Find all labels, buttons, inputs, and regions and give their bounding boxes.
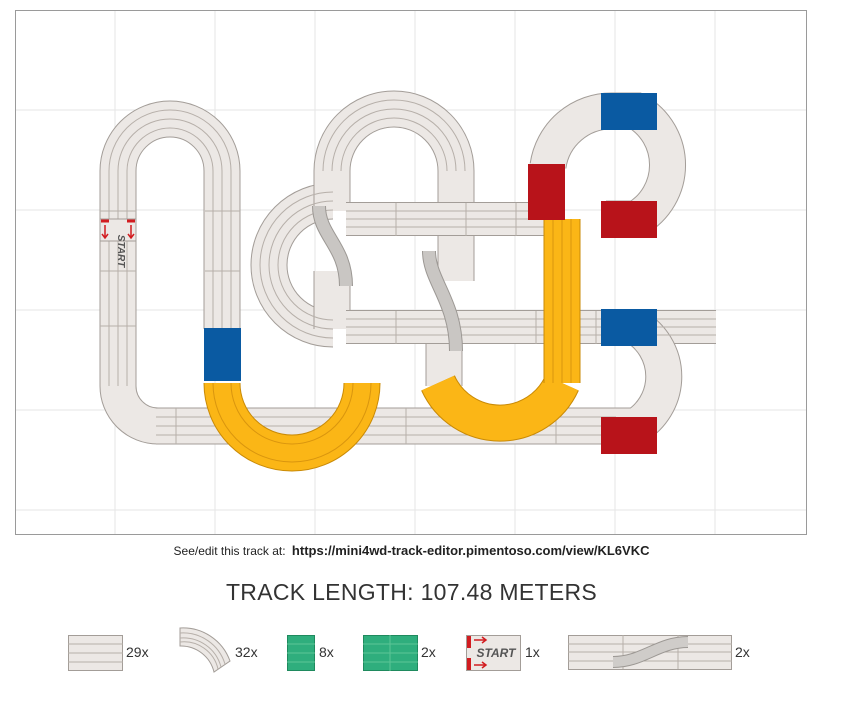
share-line: See/edit this track at: https://mini4wd-…	[0, 543, 823, 558]
start-piece: START	[99, 218, 137, 268]
lane-change-piece-icon	[568, 635, 732, 670]
slope-short-count: 8x	[319, 644, 334, 660]
slope-long-piece-icon	[363, 635, 418, 671]
track-pieces: START	[99, 90, 716, 472]
orange-curve-left	[203, 382, 381, 472]
start-text: START	[115, 235, 126, 268]
center-hump	[313, 90, 475, 386]
track-length: TRACK LENGTH: 107.48 METERS	[225, 579, 598, 605]
curve-count: 32x	[235, 644, 258, 660]
straight-count: 29x	[126, 644, 149, 660]
red-tiles	[528, 164, 657, 454]
curve-piece-icon	[179, 627, 231, 673]
track-layout: START	[16, 11, 806, 534]
slope-short-piece-icon	[287, 635, 315, 671]
track-canvas: START	[15, 10, 807, 535]
orange-curve-right	[421, 219, 581, 442]
lane-change-count: 2x	[735, 644, 750, 660]
track-url-link[interactable]: https://mini4wd-track-editor.pimentoso.c…	[291, 543, 650, 558]
straight-piece-icon	[68, 635, 123, 671]
share-prefix: See/edit this track at:	[173, 544, 286, 558]
start-piece-icon: START	[466, 635, 521, 671]
slope-long-count: 2x	[421, 644, 436, 660]
start-count: 1x	[525, 644, 540, 660]
start-icon-label: START	[477, 646, 518, 660]
lane-change-pieces	[312, 205, 463, 352]
blue-tiles	[204, 93, 657, 381]
piece-joints	[100, 203, 597, 444]
